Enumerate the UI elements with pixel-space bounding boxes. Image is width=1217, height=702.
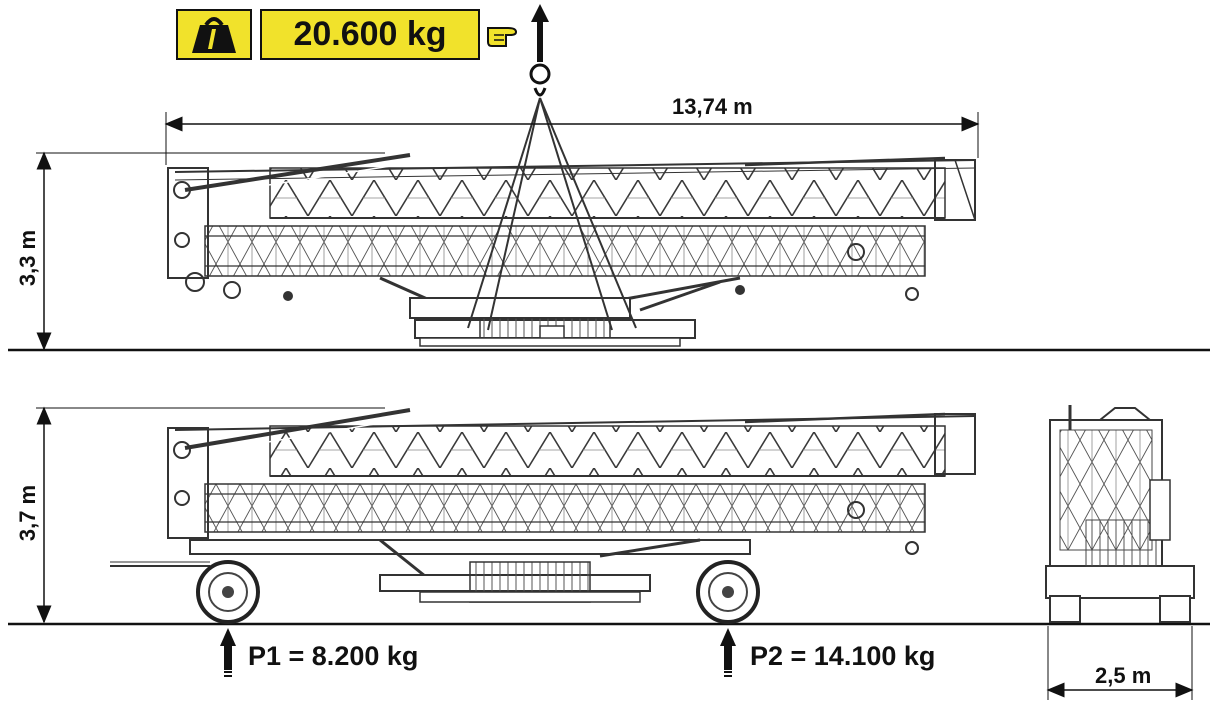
crane-front-view-drawing (1045, 405, 1195, 623)
height-transport-label: 3,7 m (15, 484, 40, 542)
pointing-hand-icon (486, 16, 522, 52)
length-label: 13,74 m (672, 94, 753, 119)
axle-load-p2-label: P2 = 14.100 kg (750, 641, 936, 671)
crane-transport-drawing (110, 408, 976, 624)
axle-load-arrow-p1 (220, 628, 236, 677)
total-weight-label: 20.600 kg (260, 9, 480, 60)
axle-load-p1-label: P1 = 8.200 kg (248, 641, 419, 671)
axle-load-arrow-p2 (720, 628, 736, 677)
crane-lifted-drawing (167, 153, 976, 347)
weight-icon (176, 9, 252, 60)
height-folded-label: 3,3 m (15, 229, 40, 287)
hook-slings (467, 4, 637, 331)
width-label: 2,5 m (1095, 663, 1152, 688)
